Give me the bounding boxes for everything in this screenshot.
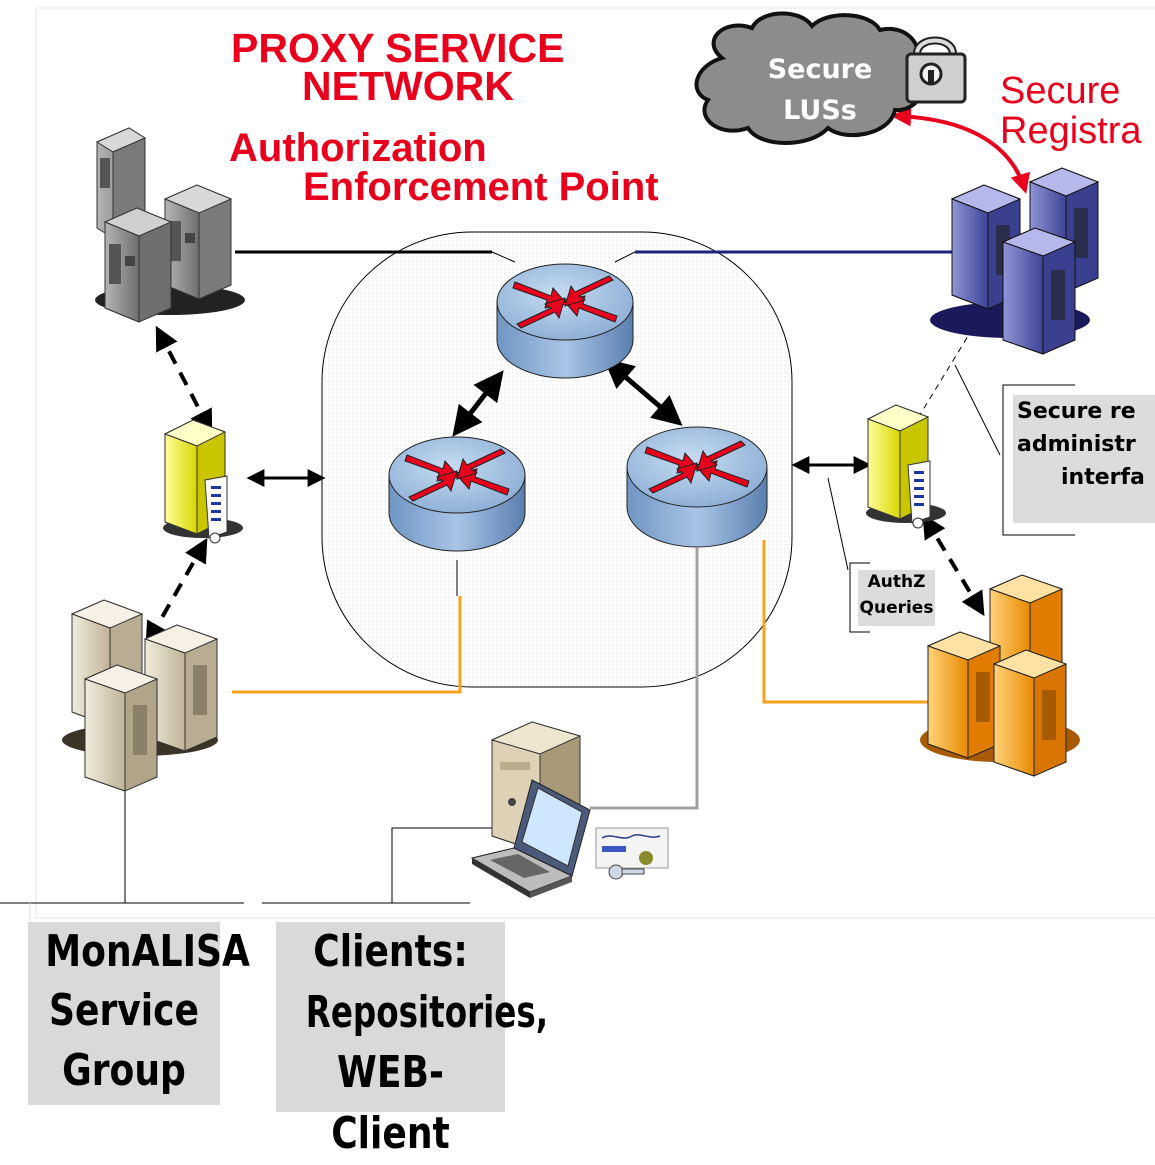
router-icon bbox=[626, 426, 768, 548]
authz-queries-callout: AuthZ Queries bbox=[858, 570, 935, 626]
admin-callout-line2: administr bbox=[1017, 432, 1136, 457]
secure-registration-line1: Secure bbox=[1000, 70, 1121, 112]
clients-label: Clients: Repositories, WEB-Client bbox=[276, 922, 549, 1159]
link-client bbox=[590, 548, 699, 810]
router-link-right bbox=[603, 358, 683, 426]
secure-registration-arrow bbox=[891, 106, 1030, 194]
title-authorization: Authorization bbox=[229, 126, 487, 170]
secure-registration-line2: Registra bbox=[1000, 110, 1142, 152]
monalisa-label-line3: Group bbox=[62, 1044, 186, 1096]
admin-callout-line1: Secure re bbox=[1017, 399, 1136, 424]
monalisa-label-line2: Service bbox=[48, 985, 199, 1037]
router-link-left bbox=[452, 370, 504, 437]
monalisa-label-line1: MonALISA bbox=[45, 926, 250, 977]
admin-callout-line3: interfa bbox=[1061, 465, 1145, 490]
clients-label-line2: Repositories, bbox=[305, 986, 549, 1038]
dashed-link-proxy-to-beige bbox=[145, 537, 208, 647]
link-orange-cluster bbox=[762, 540, 930, 704]
monalisa-service-group-label: MonALISA Service Group bbox=[28, 922, 250, 1105]
proxy-server-yellow-icon bbox=[163, 419, 243, 544]
clients-label-line1: Clients: bbox=[313, 926, 468, 977]
title-proxy-service: PROXY SERVICE bbox=[231, 25, 565, 71]
title-network: NETWORK bbox=[302, 63, 514, 109]
authz-callout-line1: AuthZ bbox=[867, 572, 926, 592]
clients-label-line3: WEB-Client bbox=[331, 1047, 450, 1160]
link-beige-cluster bbox=[232, 596, 462, 694]
server-cluster-orange-icon bbox=[920, 574, 1080, 777]
authz-callout-line2: Queries bbox=[859, 597, 934, 618]
router-icon bbox=[388, 436, 526, 552]
server-cluster-beige-icon bbox=[62, 599, 219, 792]
server-cluster-gray-icon bbox=[95, 127, 245, 323]
diagram-canvas bbox=[0, 7, 1155, 1105]
proxy-server-yellow-icon bbox=[866, 404, 946, 529]
title-enforcement-point: Enforcement Point bbox=[303, 165, 659, 209]
server-cluster-blue-icon bbox=[930, 167, 1100, 355]
padlock-icon bbox=[905, 36, 967, 104]
cloud-label-line1: Secure bbox=[767, 54, 873, 85]
router-icon bbox=[496, 263, 634, 379]
certificate-key-icon bbox=[595, 827, 669, 880]
slide-frame bbox=[35, 7, 1155, 919]
dashed-link-gray-to-proxy bbox=[155, 325, 213, 435]
dashed-link-proxy-to-orange bbox=[922, 513, 985, 617]
cloud-label-line2: LUSs bbox=[783, 95, 857, 126]
admin-interface-callout: Secure re administr interfa bbox=[1013, 395, 1155, 523]
laptop-client-icon bbox=[470, 721, 591, 898]
